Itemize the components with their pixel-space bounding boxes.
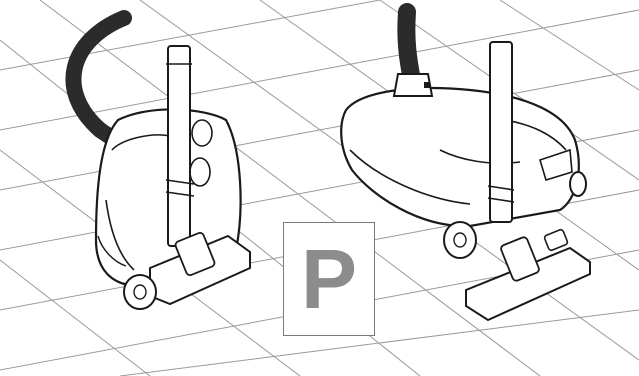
suction-tube xyxy=(168,46,190,246)
hose xyxy=(406,12,412,80)
wheel xyxy=(570,172,586,196)
suction-tube xyxy=(490,42,512,222)
vacuum-horizontal-parked xyxy=(341,12,590,320)
wheel xyxy=(124,275,156,309)
vacuum-upright-parked xyxy=(73,18,250,309)
wheel xyxy=(444,222,476,258)
park-sign: P xyxy=(283,222,375,336)
park-letter: P xyxy=(301,237,357,321)
